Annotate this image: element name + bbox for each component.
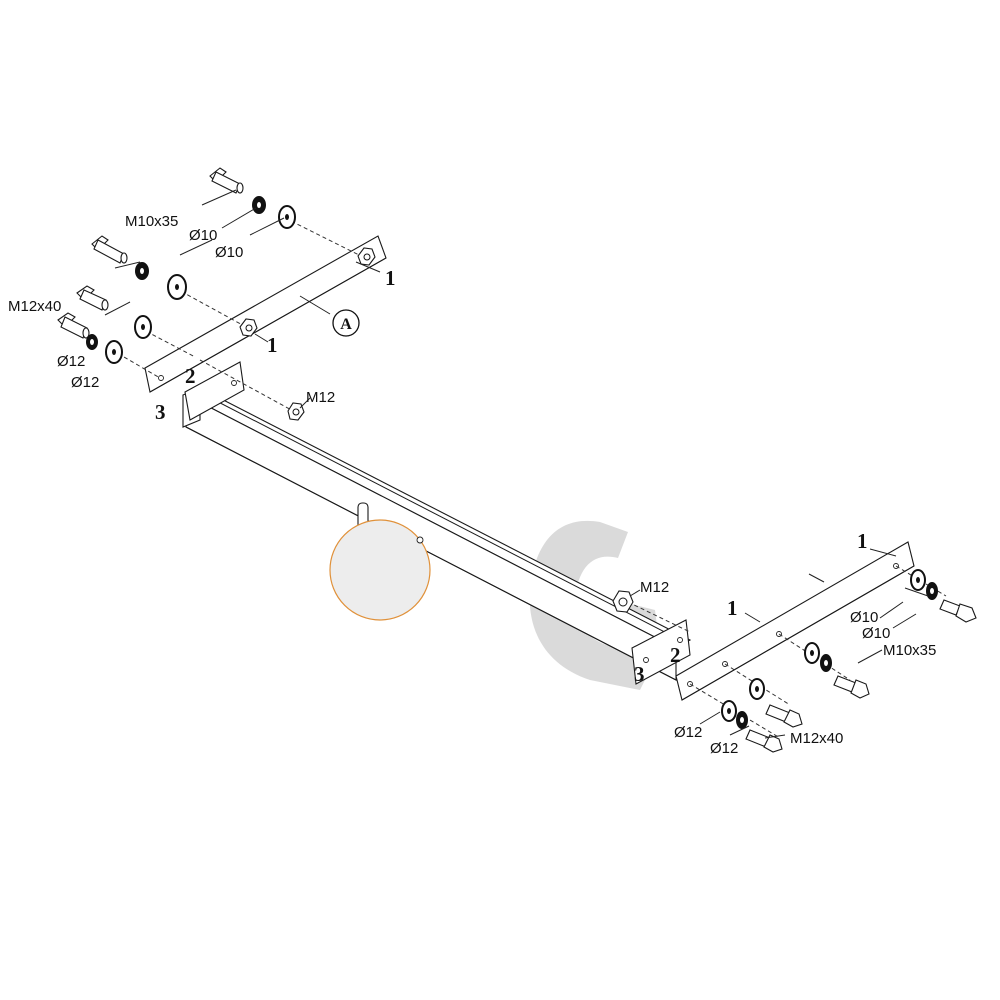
flat-washer-d10-lower — [167, 274, 187, 300]
bolt-m10-right-b — [833, 675, 870, 699]
label-left-nut-m12: M12 — [306, 389, 335, 406]
tow-ball-assembly — [329, 502, 431, 621]
label-left-washer-d12-a: Ø12 — [57, 353, 85, 370]
label-left-washer-d12-b: Ø12 — [71, 374, 99, 391]
callout-detail: A — [340, 316, 352, 333]
bolt-m10-upper — [209, 167, 244, 194]
label-left-washer-d10-a: Ø10 — [189, 227, 217, 244]
plate-hole — [231, 380, 237, 386]
left-washers — [86, 196, 296, 364]
detail-circle — [332, 309, 360, 337]
label-right-bolt-m10: M10x35 — [883, 642, 936, 659]
spring-washer-d10-right-b — [820, 654, 832, 672]
flat-washer-d12-right-a — [749, 678, 765, 700]
callout-right-two: 2 — [670, 643, 681, 667]
spring-washer-d10-right-a — [926, 582, 938, 600]
flat-washer-d10-right-a — [910, 569, 926, 591]
right-tube-end-plate — [631, 619, 691, 685]
right-bolts — [745, 599, 977, 753]
callout-left-two: 2 — [185, 364, 196, 388]
label-left-bolt-m12: M12x40 — [8, 298, 61, 315]
label-right-washer-d12-a: Ø12 — [674, 724, 702, 741]
leader-lines — [104, 189, 929, 739]
label-right-bolt-m12: M12x40 — [790, 730, 843, 747]
label-right-nut-m12: M12 — [640, 579, 669, 596]
spring-washer-d12-right — [736, 711, 748, 729]
bracket-hole — [158, 375, 164, 381]
flat-washer-d10-right-b — [804, 642, 820, 664]
label-right-washer-d12-b: Ø12 — [710, 740, 738, 757]
flat-washer-d10-upper — [278, 205, 296, 229]
callout-left-three: 3 — [155, 400, 166, 424]
callout-left-one-mid: 1 — [267, 333, 278, 357]
label-right-washer-d10-b: Ø10 — [862, 625, 890, 642]
plate-hole — [643, 657, 649, 663]
label-left-washer-d10-b: Ø10 — [215, 244, 243, 261]
bolt-m12-right-a — [765, 704, 803, 728]
bolt-m12-right-b — [745, 729, 783, 753]
bolt-m10-right-a — [939, 599, 977, 623]
right-washers — [721, 569, 938, 729]
right-side-bracket — [675, 541, 915, 701]
callout-right-one-mid: 1 — [727, 596, 738, 620]
spring-washer-m10-lower — [135, 262, 149, 280]
nut-middle — [239, 318, 258, 337]
bolt-m12-lower — [57, 312, 90, 339]
callout-left-one-top: 1 — [385, 266, 396, 290]
part-labels: M10x35 Ø10 Ø10 M12x40 Ø12 Ø12 M12 M12 Ø1… — [8, 213, 936, 757]
callout-right-one-top: 1 — [857, 529, 868, 553]
bolt-m10-lower — [91, 235, 128, 264]
left-side-bracket — [144, 235, 387, 393]
callout-right-three: 3 — [634, 662, 645, 686]
flat-washer-d12-right-b — [721, 700, 737, 722]
flat-washer-d12-lower — [105, 340, 123, 364]
bolt-m12-upper — [76, 285, 109, 311]
flat-washer-d12-upper — [134, 315, 152, 339]
nut-upper-right — [357, 247, 376, 266]
spring-washer-m10-upper — [252, 196, 266, 214]
plate-hole — [677, 637, 683, 643]
nut-m12-right — [612, 590, 634, 613]
left-nuts — [239, 247, 376, 421]
left-bolts — [57, 167, 244, 339]
socket-hole — [416, 536, 424, 544]
tow-ball — [329, 519, 431, 621]
callout-numbers: 1 1 2 3 1 1 2 3 A — [155, 266, 868, 686]
label-right-washer-d10-a: Ø10 — [850, 609, 878, 626]
label-left-bolt-m10: M10x35 — [125, 213, 178, 230]
nut-m12-left — [287, 402, 305, 421]
spring-washer-d12 — [86, 334, 98, 350]
